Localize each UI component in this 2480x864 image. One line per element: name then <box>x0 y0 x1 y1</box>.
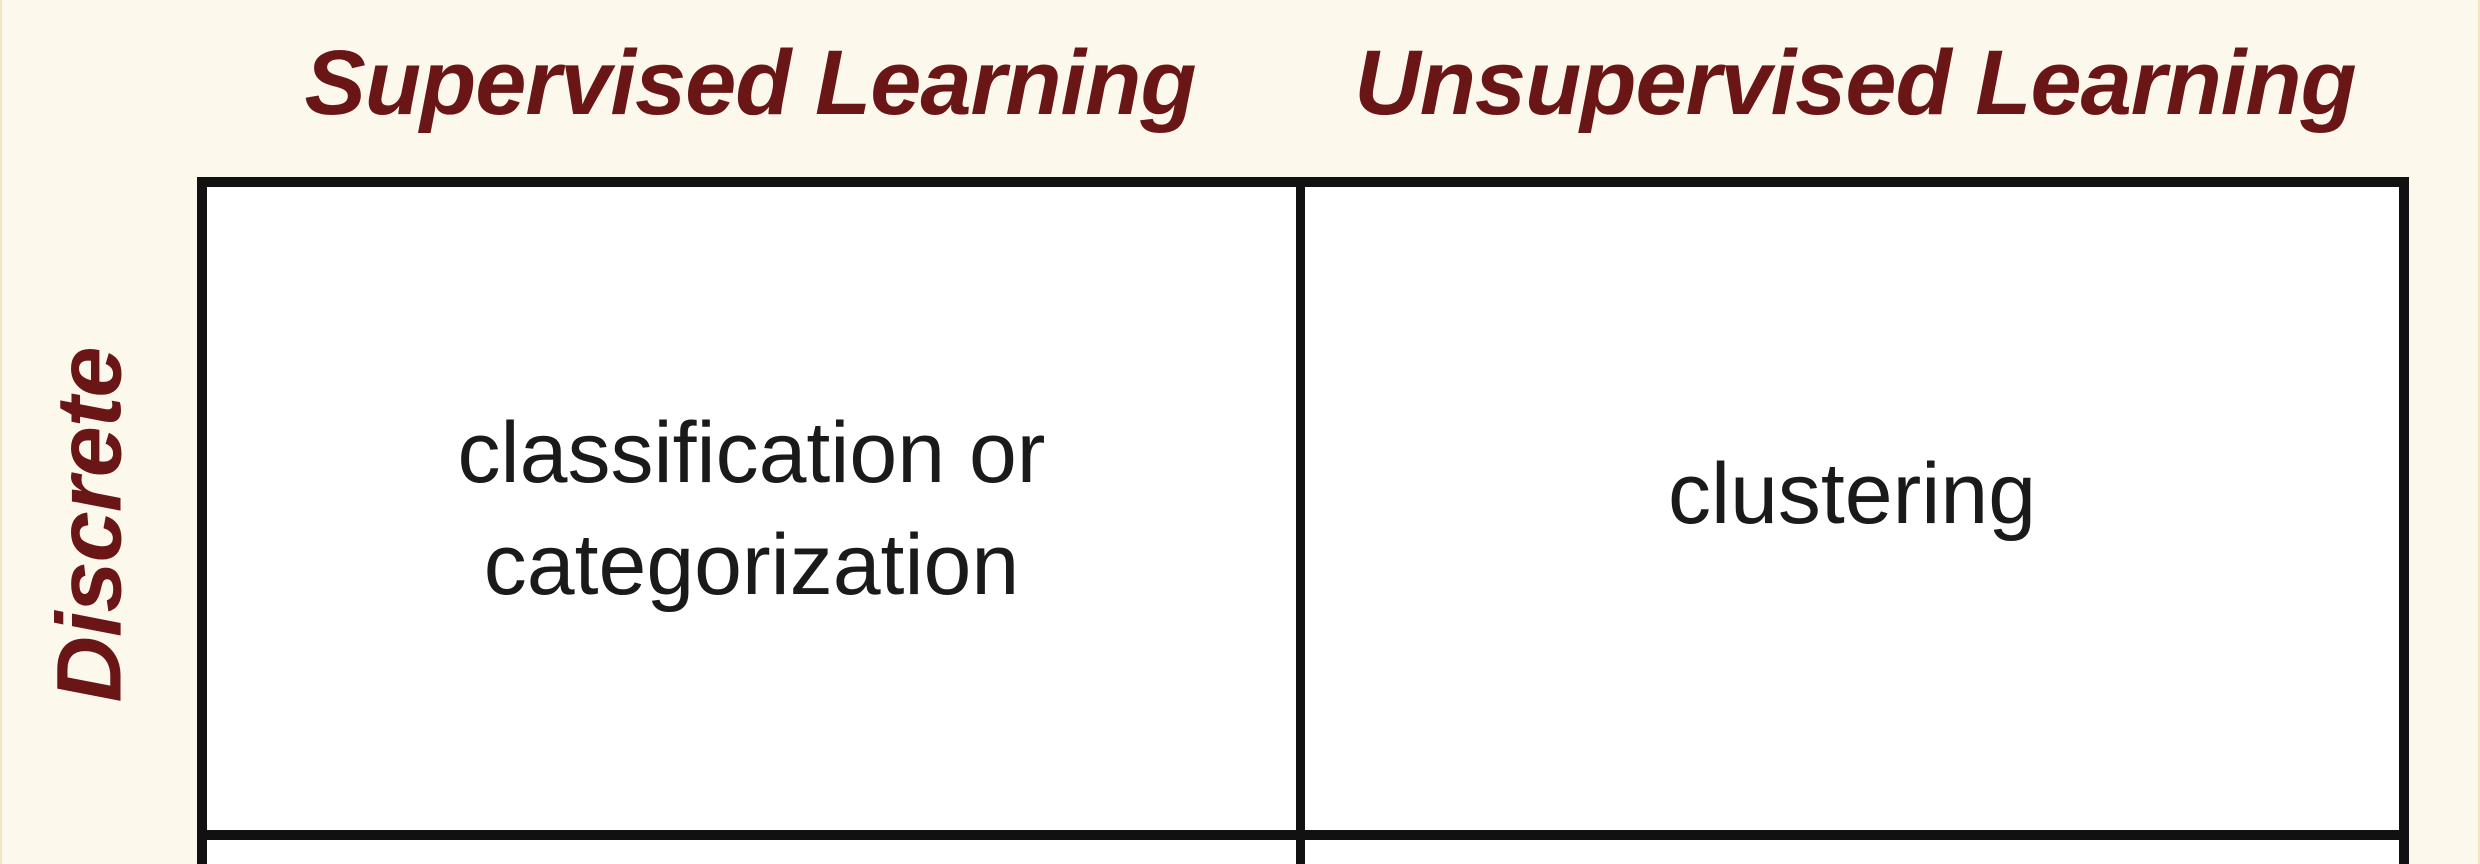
cell-text-line: classification or <box>457 404 1046 501</box>
row-header-label: Discrete <box>38 347 141 703</box>
column-divider <box>1296 177 1305 864</box>
column-header-unsupervised-learning: Unsupervised Learning <box>1354 32 2356 134</box>
cell-text-line: categorization <box>483 516 1020 613</box>
cell-text-line: clustering <box>1667 445 2037 542</box>
column-header-supervised-learning: Supervised Learning <box>304 32 1196 134</box>
cell-unsupervised-discrete: clustering <box>1305 187 2399 830</box>
cell-supervised-discrete: classification or categorization <box>207 187 1296 830</box>
row-divider <box>197 830 2409 840</box>
